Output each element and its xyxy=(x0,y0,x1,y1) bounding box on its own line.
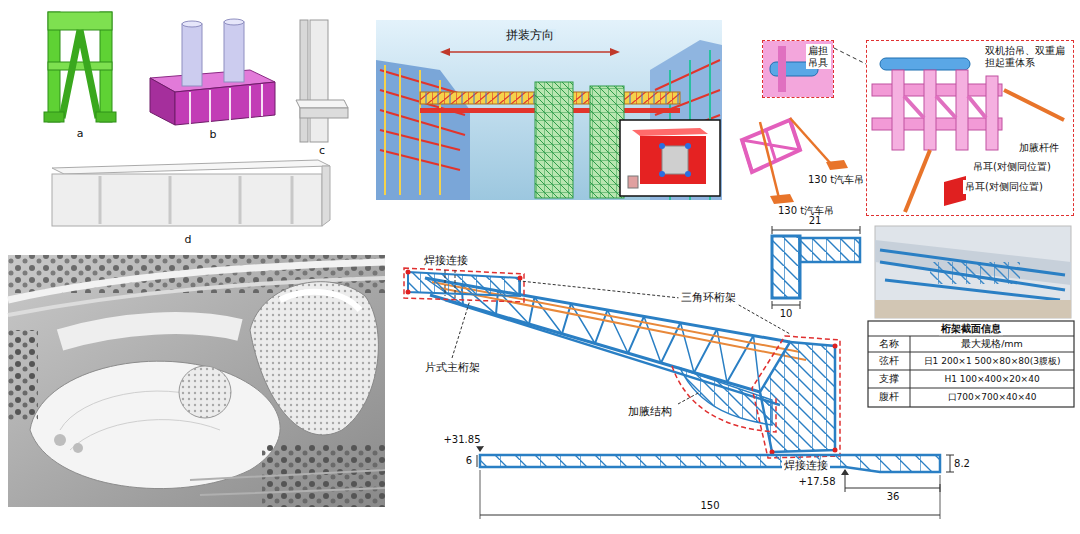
table-cell: 支撑 xyxy=(877,374,901,385)
dimension-text: 6 xyxy=(464,455,474,467)
dimension-text: +17.58 xyxy=(796,476,837,488)
part-label: d xyxy=(183,234,194,247)
truss-elevation xyxy=(476,446,954,519)
callout-title: 扁担吊具 xyxy=(806,44,831,69)
part-label: 吊耳(对侧同位置) xyxy=(963,180,1045,194)
part-label: b xyxy=(208,129,219,142)
table-cell: 口700×700×40×40 xyxy=(946,392,1039,402)
callout-box: 扁担吊具 xyxy=(762,40,834,98)
dimension-text: 10 xyxy=(778,308,795,320)
callout-box: 双机抬吊、双重扁担起重体系加腋杆件吊耳(对侧同位置) 吊耳(对侧同位置) xyxy=(866,40,1074,216)
part-label: c xyxy=(317,145,327,158)
dimension-text: 21 xyxy=(807,215,824,227)
table-cell: 日1 200×1 500×80×80(3腹板) xyxy=(922,356,1063,366)
part-label: 吊耳(对侧同位置) xyxy=(971,160,1053,174)
base-b xyxy=(150,19,275,125)
table-cell: 最大规格/mm xyxy=(959,339,1025,350)
dimension-text: 36 xyxy=(885,491,902,503)
section-inset xyxy=(772,226,860,309)
beam-d xyxy=(52,160,330,226)
part-label: 130 t汽车吊 xyxy=(806,174,866,186)
part-label: a xyxy=(75,128,86,141)
table-cell: 桁架截面信息 xyxy=(939,323,1003,335)
callout-title: 双机抬吊、双重扁担起重体系 xyxy=(983,44,1071,69)
part-label: 加腋杆件 xyxy=(1017,141,1061,155)
frame-a xyxy=(44,12,116,122)
dimension-text: 8.2 xyxy=(952,458,972,470)
dimension-text: +31.85 xyxy=(441,434,482,446)
section-table xyxy=(868,321,1074,407)
assembly-model xyxy=(376,20,722,200)
dashed-connector xyxy=(834,48,866,64)
table-cell: 弦杆 xyxy=(877,356,901,367)
part-label: 三角环桁架 xyxy=(679,292,738,305)
part-label: 拼装方向 xyxy=(504,29,556,43)
site-photo xyxy=(875,226,1071,318)
column-c xyxy=(296,20,348,142)
dimension-text: 150 xyxy=(698,500,721,512)
table-cell: H1 100×400×20×40 xyxy=(942,374,1041,384)
part-label: 加腋结构 xyxy=(626,406,674,419)
part-label: 焊接连接 xyxy=(422,255,470,268)
part-label: 焊接连接 xyxy=(782,460,830,473)
table-cell: 名称 xyxy=(877,339,901,350)
landscape-render xyxy=(8,255,385,507)
part-label: 片式主桁架 xyxy=(423,362,482,375)
table-cell: 腹杆 xyxy=(877,392,901,403)
